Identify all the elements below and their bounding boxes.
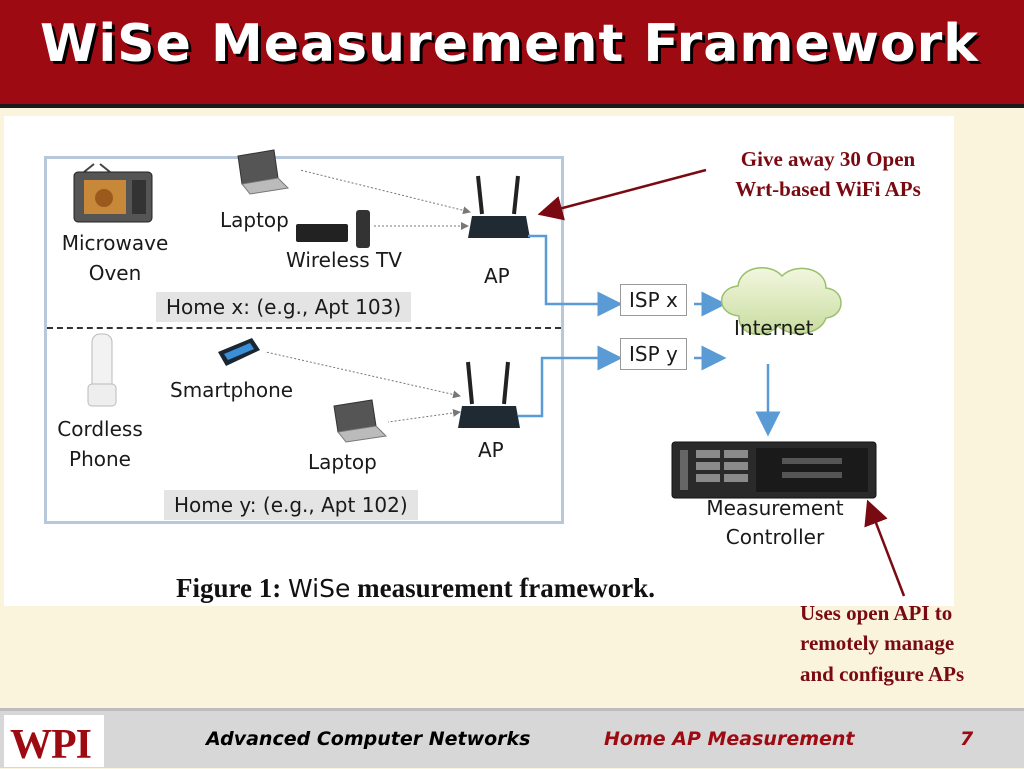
footer-course: Advanced Computer Networks xyxy=(206,728,531,750)
footer-topic: Home AP Measurement xyxy=(604,728,855,750)
note-ap-giveaway: Give away 30 Open Wrt-based WiFi APs xyxy=(735,147,921,202)
home-divider xyxy=(47,327,561,329)
label-ap-x: AP xyxy=(484,264,510,288)
cloud-icon xyxy=(721,267,842,335)
label-smartphone: Smartphone xyxy=(170,378,294,402)
laptop-icon-top xyxy=(237,149,290,195)
footer-page-number: 7 xyxy=(960,728,974,750)
label-ap-y: AP xyxy=(478,438,504,462)
link-ap-y-isp-y xyxy=(518,345,623,418)
router-icon-top xyxy=(468,175,530,238)
isp-x-box: ISP x xyxy=(620,284,687,316)
wpi-logo: WPI xyxy=(4,715,104,768)
slide-content: Microwave Oven Laptop Wireless TV AP Hom… xyxy=(0,108,1024,708)
label-cordless-phone: Cordless Phone xyxy=(57,417,143,471)
wireless-link-smartphone xyxy=(265,351,461,399)
label-wireless-tv: Wireless TV xyxy=(286,248,402,272)
label-laptop-y: Laptop xyxy=(308,450,377,474)
wireless-tv-icon xyxy=(296,210,370,248)
wpi-logo-text: WPI xyxy=(10,722,92,768)
wireless-link-laptop-bottom xyxy=(387,409,461,423)
router-icon-bottom xyxy=(458,361,520,428)
figure-caption: Figure 1: WiSe measurement framework. xyxy=(176,573,655,604)
diagram-graphics xyxy=(73,149,877,499)
cordless-phone-icon xyxy=(87,333,117,407)
internet-label: Internet xyxy=(734,316,814,340)
isp-y-box: ISP y xyxy=(620,338,687,370)
laptop-icon-bottom xyxy=(333,399,388,443)
home-x-label: Home x: (e.g., Apt 103) xyxy=(156,292,412,322)
label-laptop-x: Laptop xyxy=(220,208,289,232)
footer-bar: WPI Advanced Computer Networks Home AP M… xyxy=(0,708,1024,768)
wireless-link-laptop-top xyxy=(299,169,471,215)
caption-name: WiSe xyxy=(287,574,351,603)
caption-rest: measurement framework. xyxy=(357,573,656,603)
note-open-api: Uses open API to remotely manage and con… xyxy=(800,601,965,686)
label-microwave-oven: Microwave Oven xyxy=(61,231,169,285)
microwave-icon xyxy=(73,163,153,223)
caption-figure: Figure 1: xyxy=(176,573,282,603)
controller-label: Measurement Controller xyxy=(706,496,844,549)
figure-panel: Microwave Oven Laptop Wireless TV AP Hom… xyxy=(4,116,954,606)
link-ap-x-isp-x xyxy=(528,234,623,317)
server-rack-icon xyxy=(671,441,877,499)
title-bar: WiSe Measurement Framework xyxy=(0,0,1024,108)
smartphone-icon xyxy=(218,338,260,366)
home-y-label: Home y: (e.g., Apt 102) xyxy=(164,490,418,520)
slide-title: WiSe Measurement Framework xyxy=(40,14,979,74)
